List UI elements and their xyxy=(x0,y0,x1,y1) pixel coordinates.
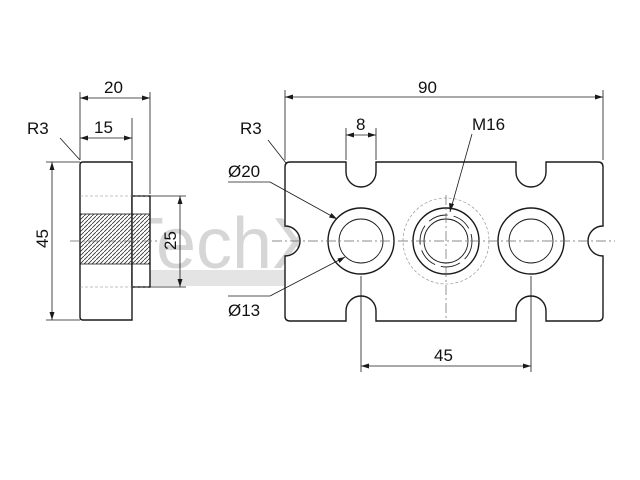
dim-label-8: 8 xyxy=(356,115,365,134)
leader-r3-front xyxy=(267,139,287,164)
arrowhead xyxy=(124,135,132,141)
dim-label-d20: Ø20 xyxy=(228,162,260,181)
arrowhead xyxy=(361,363,369,369)
dim-label-r3-side: R3 xyxy=(27,119,49,138)
dim-label-45-pitch: 45 xyxy=(434,346,453,365)
leader-d13 xyxy=(269,256,346,297)
dim-label-15: 15 xyxy=(94,118,113,137)
side-view-thread xyxy=(79,213,151,265)
dim-label-90: 90 xyxy=(418,78,437,97)
arrowhead xyxy=(329,213,337,219)
dim-label-r3-front: R3 xyxy=(240,119,262,138)
front-view: 90 8 R3 M16 Ø20 Ø13 45 xyxy=(228,78,615,372)
arrowhead xyxy=(285,94,293,100)
arrowhead xyxy=(368,132,376,138)
leader-m16 xyxy=(449,133,473,213)
arrowhead xyxy=(595,94,603,100)
leader-r3 xyxy=(59,137,81,161)
arrowhead xyxy=(337,257,345,263)
dim-label-d13: Ø13 xyxy=(228,301,260,320)
arrowhead xyxy=(49,162,55,170)
leader-d20 xyxy=(269,181,338,220)
arrowhead xyxy=(80,95,88,101)
dim-label-20: 20 xyxy=(104,78,123,97)
arrowhead xyxy=(523,363,531,369)
arrowhead xyxy=(142,95,150,101)
dim-label-45-height: 45 xyxy=(33,229,52,248)
arrowhead xyxy=(449,203,454,212)
dim-label-m16: M16 xyxy=(472,115,505,134)
dim-label-25: 25 xyxy=(161,231,180,250)
arrowhead xyxy=(346,132,354,138)
arrowhead xyxy=(177,279,183,287)
side-view: 20 15 R3 45 25 xyxy=(27,78,186,321)
arrowhead xyxy=(177,196,183,204)
arrowhead xyxy=(80,135,88,141)
arrowhead xyxy=(49,312,55,320)
